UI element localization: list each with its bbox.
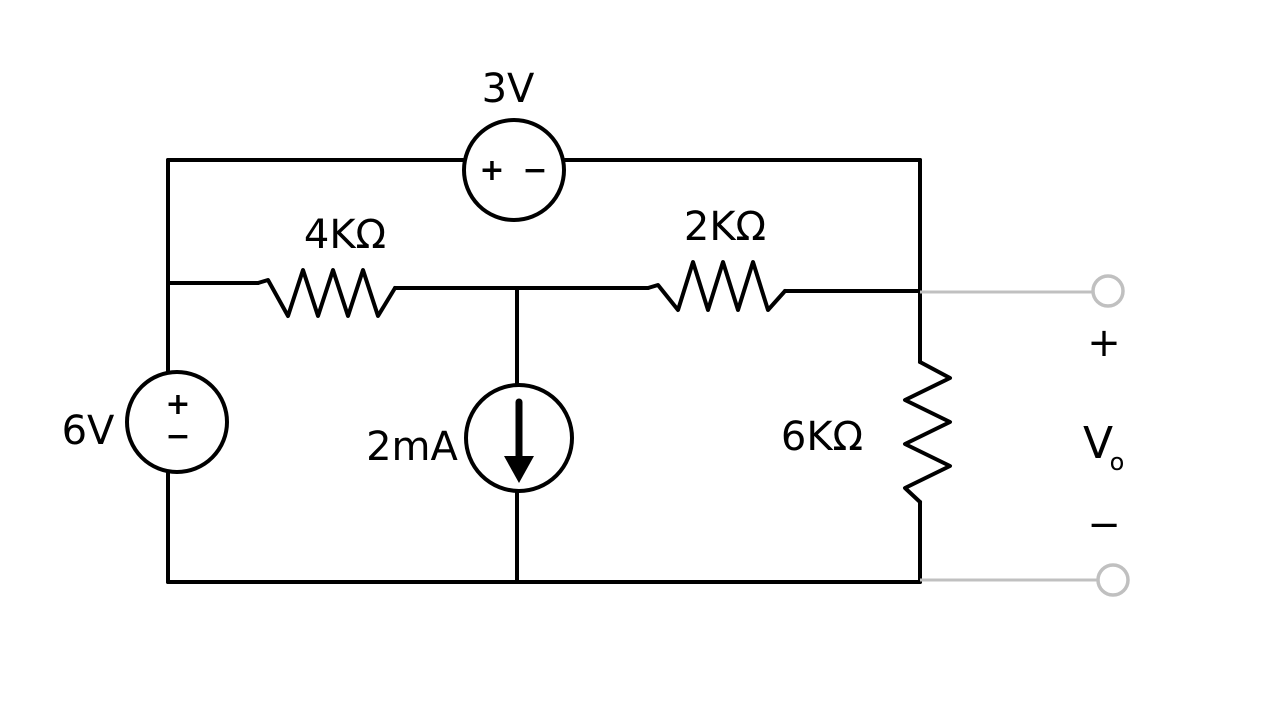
voltage-source-3v-minus: − xyxy=(522,153,547,188)
output-voltage-subscript: o xyxy=(1110,448,1125,476)
current-source-2ma xyxy=(464,383,574,493)
label-2k: 2KΩ xyxy=(684,204,766,250)
voltage-source-3v: + − xyxy=(462,118,566,222)
label-2ma: 2mA xyxy=(366,424,458,470)
output-plus-sign: + xyxy=(1087,320,1121,366)
resistor-6k xyxy=(903,360,952,504)
label-6k: 6KΩ xyxy=(781,414,863,460)
output-terminals xyxy=(920,274,1130,597)
voltage-source-3v-circle xyxy=(462,118,566,222)
voltage-source-6v: + − xyxy=(125,370,229,474)
output-terminal-bottom[interactable] xyxy=(1096,563,1130,597)
voltage-source-6v-circle xyxy=(125,370,229,474)
output-minus-sign: − xyxy=(1087,502,1121,548)
label-4k: 4KΩ xyxy=(304,212,386,258)
label-3v: 3V xyxy=(482,66,535,112)
arrow-down-icon xyxy=(504,456,534,483)
resistor-2k xyxy=(646,260,787,312)
label-6v: 6V xyxy=(62,408,115,454)
voltage-source-3v-plus: + xyxy=(479,153,504,188)
output-terminal-top[interactable] xyxy=(1091,274,1125,308)
voltage-source-6v-minus: − xyxy=(165,419,190,454)
wires xyxy=(166,158,922,584)
output-voltage-label: V xyxy=(1083,418,1113,469)
voltage-source-6v-plus: + xyxy=(165,387,190,422)
resistor-4k xyxy=(256,268,397,318)
